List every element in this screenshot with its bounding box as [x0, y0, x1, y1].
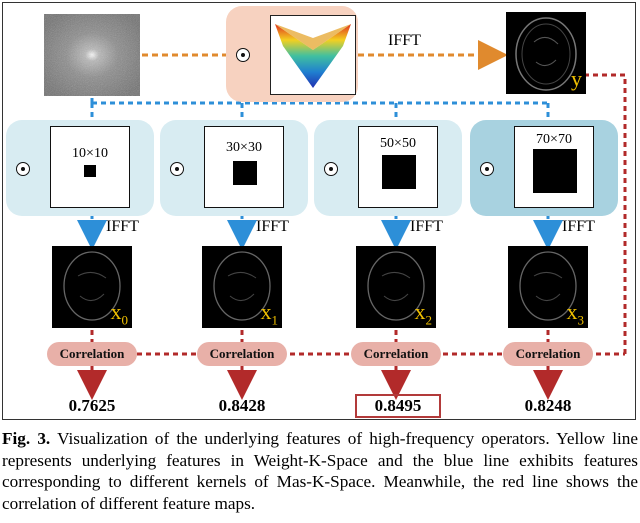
hadamard-icon: [16, 162, 30, 176]
kspace-image: [44, 14, 140, 96]
correlation-value-0: 0.7625: [68, 396, 116, 415]
correlation-pill-1: Correlation: [197, 342, 287, 366]
mask-panel-3: 70×70: [470, 120, 618, 216]
brain-image-x0: x0: [52, 246, 132, 328]
mask-square: [233, 161, 257, 185]
brain-image-y: y: [506, 12, 586, 94]
mask-panel-2: 50×50: [314, 120, 462, 216]
x0-symbol: x0: [110, 298, 129, 327]
ifft-label-3: IFFT: [562, 218, 595, 235]
caption-text: Visualization of the underlying features…: [2, 429, 638, 513]
kernel-size-label: 70×70: [536, 132, 572, 147]
hadamard-icon: [236, 48, 250, 62]
mask-image-0: 10×10: [50, 126, 130, 208]
brain-image-x3: x3: [508, 246, 588, 328]
ifft-label-1: IFFT: [256, 218, 289, 235]
x2-symbol: x2: [414, 298, 433, 327]
kernel-size-label: 50×50: [380, 136, 416, 151]
correlation-pill-0: Correlation: [47, 342, 137, 366]
kernel-size-label: 30×30: [226, 140, 262, 155]
caption-label: Fig. 3.: [2, 429, 51, 448]
correlation-pill-3: Correlation: [503, 342, 593, 366]
mask-panel-1: 30×30: [160, 120, 308, 216]
correlation-value-2-highlighted: 0.8495: [355, 394, 441, 418]
hadamard-icon: [170, 162, 184, 176]
hadamard-icon: [480, 162, 494, 176]
ifft-label-2: IFFT: [410, 218, 443, 235]
correlation-value-3: 0.8248: [524, 396, 572, 415]
weight-surface-image: [270, 15, 356, 95]
mask-square: [382, 155, 416, 189]
y-symbol: y: [571, 66, 582, 91]
figure-caption: Fig. 3. Visualization of the underlying …: [2, 428, 638, 514]
x1-symbol: x1: [260, 298, 279, 327]
correlation-pill-2: Correlation: [351, 342, 441, 366]
x3-symbol: x3: [566, 298, 585, 327]
mask-image-2: 50×50: [358, 126, 438, 208]
mask-panel-0: 10×10: [6, 120, 154, 216]
figure-frame: [2, 2, 636, 420]
kernel-size-label: 10×10: [72, 146, 108, 161]
mask-image-3: 70×70: [514, 126, 594, 208]
mask-square: [84, 165, 96, 177]
brain-image-x1: x1: [202, 246, 282, 328]
mask-square: [533, 149, 577, 193]
weight-kspace-panel: [226, 6, 358, 102]
top-ifft-label: IFFT: [388, 32, 421, 49]
mask-image-1: 30×30: [204, 126, 284, 208]
ifft-label-0: IFFT: [106, 218, 139, 235]
brain-image-x2: x2: [356, 246, 436, 328]
hadamard-icon: [324, 162, 338, 176]
correlation-value-1: 0.8428: [218, 396, 266, 415]
